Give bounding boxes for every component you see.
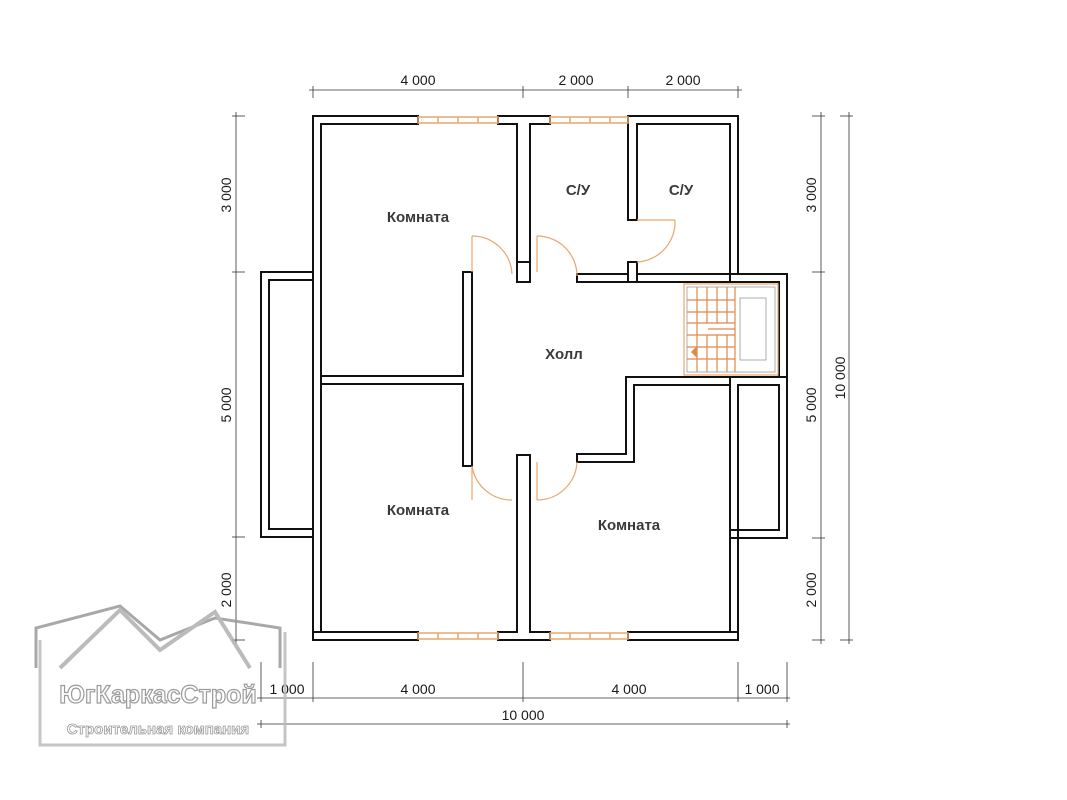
dim-left-1: 3 000 xyxy=(218,177,234,212)
dim-right-2: 5 000 xyxy=(803,387,819,422)
outer-wall-right-bay-bottom xyxy=(729,376,788,641)
staircase xyxy=(683,283,779,376)
dimension-lines xyxy=(232,86,853,728)
dim-right-3: 2 000 xyxy=(803,572,819,607)
dim-bottom-total: 10 000 xyxy=(502,707,545,723)
outer-wall-left-bay xyxy=(260,271,314,538)
door-su-right xyxy=(636,219,676,263)
dim-top-3: 2 000 xyxy=(665,72,700,88)
dim-bottom-2: 4 000 xyxy=(400,681,435,697)
room-label-top-left: Комната xyxy=(387,209,450,226)
partition-bathroom-door-post xyxy=(627,261,638,283)
door-room-top-left xyxy=(471,235,513,275)
watermark-brand: ЮгКаркасСтрой xyxy=(59,681,256,709)
dim-left-2: 5 000 xyxy=(218,387,234,422)
room-label-holl: Холл xyxy=(545,346,583,363)
partition-left-rooms xyxy=(320,271,473,467)
house-logo-icon xyxy=(34,604,287,747)
window-top-left xyxy=(417,116,499,124)
room-label-su-left: С/У xyxy=(566,182,591,199)
dim-bottom-1: 1 000 xyxy=(269,681,304,697)
outer-wall-bottom-left xyxy=(312,631,419,641)
window-bottom-left xyxy=(417,632,499,640)
dim-bottom-3: 4 000 xyxy=(611,681,646,697)
dimension-labels: 4 000 2 000 2 000 1 000 4 000 4 000 1 00… xyxy=(218,72,848,723)
partition-left-mid-post xyxy=(516,261,531,283)
partition-right-rooms xyxy=(576,376,731,463)
window-top-right xyxy=(549,116,629,124)
partition-bathrooms-bottom xyxy=(576,273,739,283)
dim-top-2: 2 000 xyxy=(558,72,593,88)
door-room-bottom-left xyxy=(471,465,513,501)
dim-right-1: 3 000 xyxy=(803,177,819,212)
company-watermark: ЮгКаркасСтрой Строительная компания xyxy=(34,604,287,747)
watermark-subtitle: Строительная компания xyxy=(67,721,249,738)
room-label-bottom-right: Комната xyxy=(598,517,661,534)
outer-wall-top-mid xyxy=(497,115,551,275)
window-bottom-right xyxy=(549,632,629,640)
dim-left-3: 2 000 xyxy=(218,572,234,607)
room-label-su-right: С/У xyxy=(669,182,694,199)
outer-wall-top-right xyxy=(627,115,739,275)
room-labels: Комната С/У С/У Холл Комната Комната xyxy=(387,182,694,534)
walls xyxy=(260,115,788,641)
door-room-bottom-right xyxy=(536,461,578,501)
room-label-bottom-left: Комната xyxy=(387,502,450,519)
dim-top-1: 4 000 xyxy=(400,72,435,88)
windows xyxy=(417,116,629,640)
dim-right-total: 10 000 xyxy=(832,356,848,399)
doors xyxy=(471,219,676,501)
partition-center-bottom xyxy=(497,454,551,641)
dim-bottom-4: 1 000 xyxy=(744,681,779,697)
outer-wall-bottom-right xyxy=(627,631,739,641)
door-su-left xyxy=(536,235,578,277)
